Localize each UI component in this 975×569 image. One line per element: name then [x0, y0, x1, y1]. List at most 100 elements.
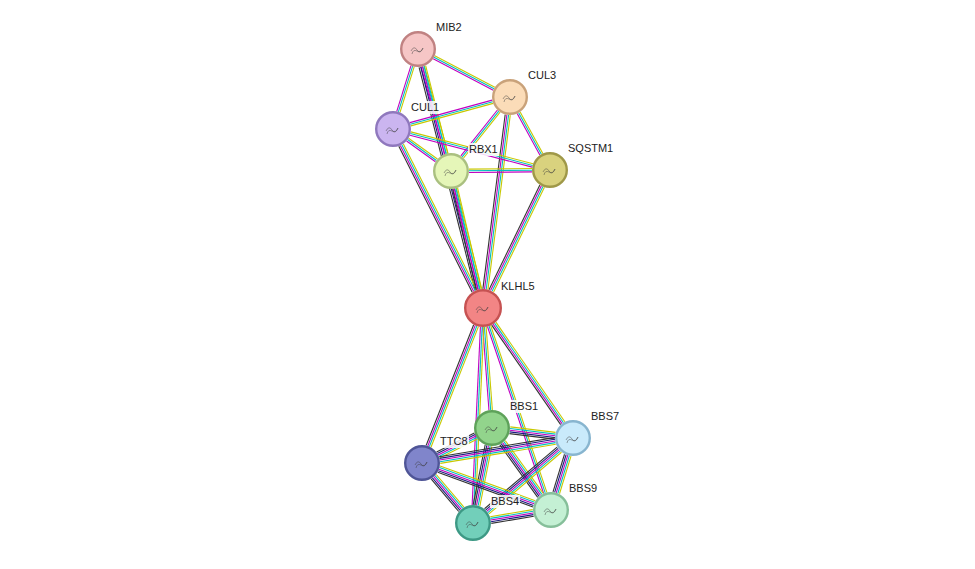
protein-node: BBS4 [455, 505, 491, 541]
evidence-line [517, 114, 540, 155]
evidence-line [410, 134, 532, 166]
interaction-edge [490, 510, 534, 524]
protein-node: CUL1 [375, 111, 411, 147]
node-circle-shape [456, 506, 490, 540]
interaction-edge [517, 112, 543, 155]
structure-icon [444, 170, 456, 176]
node-circle [375, 111, 411, 147]
evidence-line [458, 188, 482, 289]
node-circle [455, 505, 491, 541]
structure-icon [415, 462, 427, 468]
node-circle-shape [533, 153, 567, 187]
evidence-line [434, 477, 462, 510]
evidence-line [426, 325, 473, 446]
evidence-line [431, 479, 459, 512]
evidence-line [431, 327, 478, 448]
node-circle-shape [556, 421, 590, 455]
evidence-line [422, 66, 478, 289]
node-label: CUL3 [527, 69, 557, 82]
protein-node: BBS1 [474, 410, 510, 446]
structure-icon [485, 427, 497, 433]
evidence-line [464, 112, 501, 158]
node-label: CUL1 [410, 101, 440, 114]
interaction-edge [407, 138, 438, 162]
evidence-line [434, 57, 494, 88]
protein-node: KLHL5 [464, 289, 502, 327]
node-circle [474, 410, 510, 446]
evidence-line [491, 515, 533, 522]
evidence-line [410, 102, 492, 125]
evidence-line [519, 113, 542, 154]
evidence-line [492, 325, 561, 425]
evidence-line [489, 185, 540, 290]
node-circle [533, 492, 569, 528]
evidence-line [411, 132, 533, 164]
node-label: TTC8 [439, 435, 469, 448]
evidence-line [491, 513, 533, 520]
evidence-line [494, 187, 545, 292]
evidence-line [553, 454, 564, 492]
structure-icon [544, 509, 556, 515]
evidence-line [469, 171, 532, 173]
structure-icon [476, 307, 488, 313]
evidence-line [492, 187, 543, 292]
node-circle [492, 79, 528, 115]
protein-node: RBX1 [433, 153, 469, 189]
node-circle-shape [405, 446, 439, 480]
evidence-line [403, 144, 476, 290]
node-label: BBS1 [509, 400, 539, 413]
node-label: BBS9 [568, 482, 598, 495]
interaction-edge [438, 466, 536, 507]
interaction-edge [489, 185, 544, 292]
node-circle [433, 153, 469, 189]
evidence-line [437, 435, 475, 454]
interaction-edge [426, 325, 478, 447]
evidence-line [440, 466, 535, 501]
node-circle [532, 152, 568, 188]
evidence-line [469, 168, 532, 170]
node-label: KLHL5 [500, 280, 536, 293]
evidence-line [555, 455, 566, 493]
protein-node: SQSTM1 [532, 152, 568, 188]
structure-icon [411, 48, 423, 54]
structure-icon [503, 96, 515, 102]
evidence-line [432, 478, 460, 511]
evidence-line [520, 112, 543, 153]
evidence-line [410, 100, 492, 123]
node-circle [400, 31, 436, 67]
node-label: MIB2 [435, 21, 463, 34]
evidence-line [410, 135, 532, 167]
protein-node: MIB2 [400, 31, 436, 67]
evidence-line [408, 140, 437, 161]
node-circle-shape [434, 154, 468, 188]
interaction-edge [410, 100, 493, 126]
evidence-line [454, 189, 478, 290]
interaction-edge [461, 110, 500, 158]
evidence-line [437, 433, 475, 452]
node-circle-shape [493, 80, 527, 114]
node-circle [404, 445, 440, 481]
node-label: BBS4 [490, 495, 520, 508]
interaction-edge [483, 327, 493, 410]
evidence-line [428, 325, 475, 446]
structure-icon [386, 128, 398, 134]
node-circle-shape [534, 493, 568, 527]
interaction-edge [453, 188, 482, 290]
evidence-line [439, 468, 534, 503]
protein-node: BBS9 [533, 492, 569, 528]
structure-icon [543, 169, 555, 175]
evidence-line [433, 59, 493, 90]
evidence-line [488, 115, 510, 289]
node-circle [464, 289, 502, 327]
protein-node: CUL3 [492, 79, 528, 115]
evidence-line [397, 66, 411, 112]
evidence-line [469, 170, 532, 172]
node-circle-shape [475, 411, 509, 445]
evidence-line [438, 472, 533, 507]
interaction-edge [433, 56, 495, 90]
node-circle [555, 420, 591, 456]
node-label: RBX1 [468, 143, 499, 156]
evidence-line [491, 516, 533, 523]
